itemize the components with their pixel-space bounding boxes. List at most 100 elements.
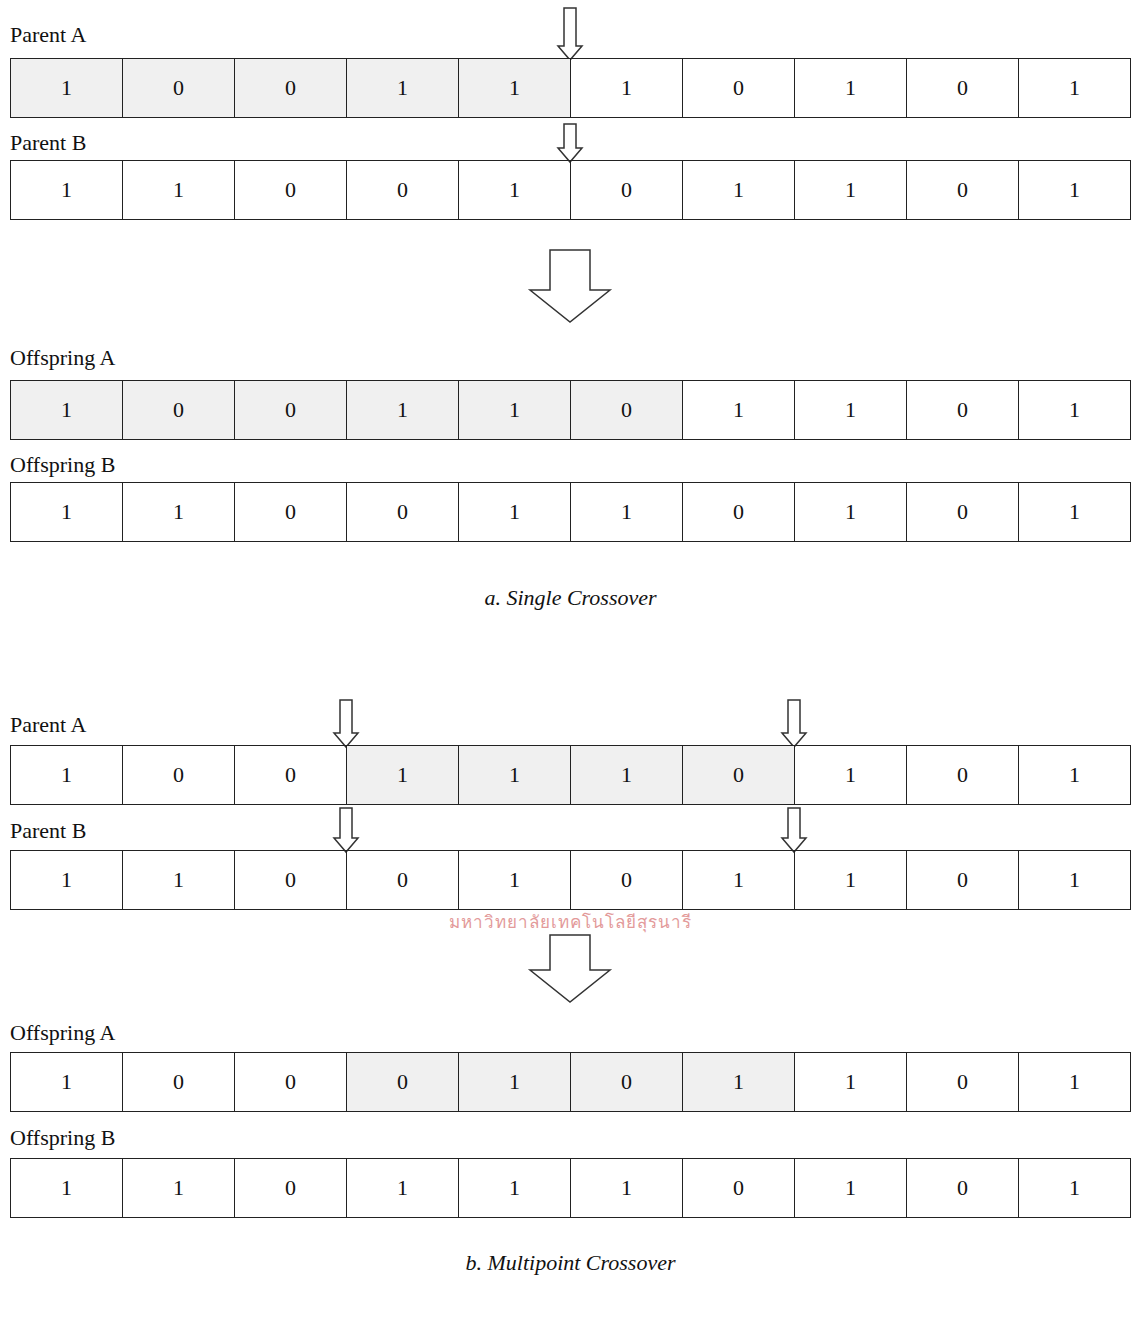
- chromosome-row: Parent A1001110101: [10, 22, 1131, 118]
- gene-value: 0: [173, 762, 184, 788]
- gene-cell: 0: [346, 482, 459, 542]
- gene-cell: 1: [10, 1052, 123, 1112]
- gene-cell: 1: [794, 1158, 907, 1218]
- gene-value: 0: [285, 1069, 296, 1095]
- gene-cell: 0: [570, 380, 683, 440]
- gene-value: 0: [285, 867, 296, 893]
- gene-value: 1: [173, 499, 184, 525]
- gene-value: 0: [285, 177, 296, 203]
- gene-cell: 1: [1018, 58, 1131, 118]
- chromosome-row: Parent B1100101101: [10, 130, 1131, 220]
- gene-cell: 0: [234, 1158, 347, 1218]
- gene-cell: 1: [122, 1158, 235, 1218]
- gene-value: 0: [733, 75, 744, 101]
- gene-value: 1: [509, 1069, 520, 1095]
- gene-value: 1: [509, 499, 520, 525]
- gene-cell: 0: [234, 160, 347, 220]
- gene-cell: 1: [458, 482, 571, 542]
- gene-value: 0: [621, 177, 632, 203]
- gene-value: 1: [61, 397, 72, 423]
- flow-arrow: [530, 935, 610, 1002]
- gene-value: 1: [845, 177, 856, 203]
- gene-cell: 1: [10, 745, 123, 805]
- gene-cell: 1: [682, 850, 795, 910]
- gene-cell: 0: [906, 745, 1019, 805]
- gene-cell: 0: [906, 380, 1019, 440]
- gene-value: 1: [509, 867, 520, 893]
- gene-cell: 1: [1018, 745, 1131, 805]
- chromosome-row: Offspring B1101110101: [10, 1125, 1131, 1218]
- gene-value: 1: [397, 762, 408, 788]
- gene-cell: 0: [346, 1052, 459, 1112]
- gene-cell: 1: [1018, 1052, 1131, 1112]
- gene-value: 1: [61, 75, 72, 101]
- gene-cell: 1: [346, 58, 459, 118]
- gene-cell: 0: [234, 58, 347, 118]
- gene-cell: 0: [682, 482, 795, 542]
- gene-cell: 0: [234, 850, 347, 910]
- gene-cell: 1: [794, 482, 907, 542]
- gene-value: 0: [621, 1069, 632, 1095]
- gene-cell: 1: [794, 1052, 907, 1112]
- gene-cell: 1: [570, 58, 683, 118]
- gene-value: 1: [61, 499, 72, 525]
- gene-cell: 1: [682, 160, 795, 220]
- gene-value: 0: [173, 75, 184, 101]
- gene-value: 1: [397, 397, 408, 423]
- gene-value: 1: [621, 75, 632, 101]
- gene-value: 0: [621, 867, 632, 893]
- gene-value: 1: [509, 397, 520, 423]
- row-label: Parent A: [10, 22, 86, 48]
- gene-cell: 1: [682, 1052, 795, 1112]
- gene-value: 1: [397, 1175, 408, 1201]
- gene-cell: 1: [570, 745, 683, 805]
- gene-cell: 0: [570, 160, 683, 220]
- gene-cell: 1: [570, 482, 683, 542]
- gene-cell: 1: [346, 745, 459, 805]
- gene-cell: 0: [122, 745, 235, 805]
- gene-value: 1: [733, 867, 744, 893]
- figure-caption: b. Multipoint Crossover: [0, 1250, 1141, 1276]
- gene-value: 0: [285, 75, 296, 101]
- gene-value: 1: [1069, 867, 1080, 893]
- gene-value: 0: [733, 499, 744, 525]
- crossover-point-arrow: [782, 808, 806, 852]
- gene-value: 1: [1069, 1069, 1080, 1095]
- gene-cell: 0: [234, 380, 347, 440]
- row-label: Offspring A: [10, 345, 115, 371]
- gene-value: 1: [509, 75, 520, 101]
- gene-cell: 1: [458, 58, 571, 118]
- gene-value: 0: [285, 762, 296, 788]
- gene-value: 0: [173, 397, 184, 423]
- chromosome-row: Offspring B1100110101: [10, 452, 1131, 542]
- gene-value: 1: [733, 397, 744, 423]
- gene-value: 0: [285, 397, 296, 423]
- gene-value: 0: [285, 1175, 296, 1201]
- gene-cell: 0: [122, 380, 235, 440]
- gene-cell: 1: [122, 850, 235, 910]
- gene-cell: 0: [346, 160, 459, 220]
- gene-value: 0: [957, 499, 968, 525]
- gene-value: 0: [621, 397, 632, 423]
- gene-value: 1: [1069, 1175, 1080, 1201]
- row-label: Parent B: [10, 130, 86, 156]
- gene-cell: 1: [1018, 1158, 1131, 1218]
- gene-cell: 0: [682, 1158, 795, 1218]
- gene-cell: 1: [1018, 380, 1131, 440]
- gene-value: 1: [845, 499, 856, 525]
- gene-cell: 1: [570, 1158, 683, 1218]
- gene-value: 1: [173, 177, 184, 203]
- gene-value: 1: [61, 177, 72, 203]
- row-label: Offspring B: [10, 1125, 115, 1151]
- gene-value: 0: [397, 177, 408, 203]
- gene-cell: 1: [794, 160, 907, 220]
- gene-cell: 1: [1018, 160, 1131, 220]
- gene-cell: 1: [10, 850, 123, 910]
- crossover-point-arrow: [334, 700, 358, 747]
- gene-cell: 1: [10, 482, 123, 542]
- gene-value: 1: [845, 75, 856, 101]
- gene-cell: 1: [458, 850, 571, 910]
- gene-cell: 0: [906, 1158, 1019, 1218]
- gene-value: 1: [733, 177, 744, 203]
- gene-cell: 1: [458, 160, 571, 220]
